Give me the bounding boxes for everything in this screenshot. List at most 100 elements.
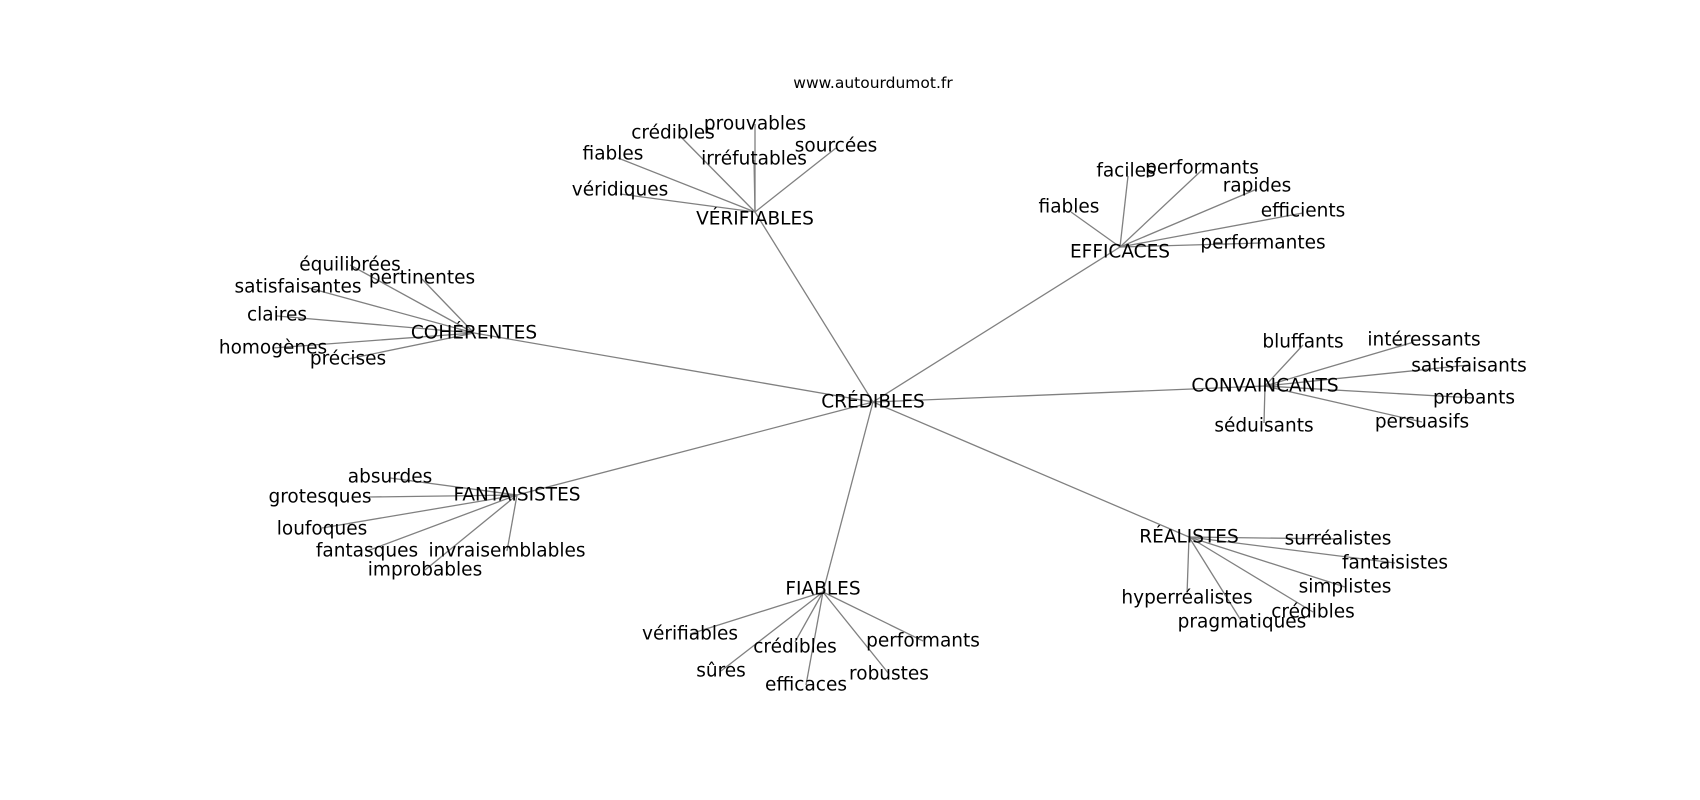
node-credibles-3[interactable]: crédibles: [753, 637, 837, 658]
edge-realistes-hyperrealistes: [1186, 536, 1190, 596]
edge-realistes-credibles-2: [1188, 536, 1314, 613]
edge-efficaces-efficients: [1119, 212, 1304, 248]
edge-verifiables-veridiques: [619, 193, 756, 213]
node-loufoques[interactable]: loufoques: [277, 519, 368, 540]
edge-fiables-hub-performants-2: [822, 591, 924, 642]
node-absurdes[interactable]: absurdes: [348, 467, 433, 488]
node-prouvables[interactable]: prouvables: [704, 114, 806, 135]
edge-convaincants-bluffants: [1264, 344, 1304, 387]
edge-center-verifiables: [754, 211, 874, 403]
node-efficaces[interactable]: EFFICACES: [1070, 242, 1170, 263]
node-homogenes[interactable]: homogènes: [219, 338, 327, 359]
node-robustes[interactable]: robustes: [849, 664, 929, 685]
node-satisfaisants[interactable]: satisfaisants: [1411, 356, 1527, 377]
edge-verifiables-sourcees: [754, 147, 837, 213]
node-veridiques[interactable]: véridiques: [572, 180, 668, 201]
edge-verifiables-fiables-1: [617, 157, 756, 213]
edge-fantaisistes-improbables: [424, 494, 518, 571]
edge-convaincants-interessants: [1264, 341, 1415, 387]
edge-efficaces-performants-1: [1119, 169, 1203, 248]
edge-efficaces-faciles: [1119, 175, 1129, 248]
node-credibles-2[interactable]: crédibles: [1271, 602, 1355, 623]
edge-verifiables-irrefutables: [753, 159, 756, 213]
graph-nodes: CRÉDIBLESVÉRIFIABLESprouvablescrédiblesf…: [219, 114, 1527, 696]
edge-center-efficaces: [872, 246, 1121, 403]
node-fiables-2[interactable]: fiables: [1039, 197, 1100, 218]
node-efficaces-2[interactable]: efficaces: [765, 675, 847, 696]
node-efficients[interactable]: efficients: [1261, 201, 1346, 222]
edge-convaincants-probants: [1264, 385, 1475, 399]
node-sourcees[interactable]: sourcées: [795, 136, 877, 157]
node-sures[interactable]: sûres: [696, 661, 746, 682]
node-verifiables-2[interactable]: vérifiables: [642, 624, 738, 645]
node-fantaisistes-2[interactable]: fantaisistes: [1342, 553, 1448, 574]
edge-convaincants-seduisants: [1263, 385, 1266, 424]
node-precises[interactable]: précises: [310, 349, 386, 370]
node-faciles[interactable]: faciles: [1096, 161, 1155, 182]
node-rapides[interactable]: rapides: [1223, 176, 1292, 197]
edge-center-fantaisistes: [516, 401, 874, 496]
node-probants[interactable]: probants: [1433, 388, 1515, 409]
node-performants-2[interactable]: performants: [866, 631, 980, 652]
node-irrefutables[interactable]: irréfutables: [701, 149, 807, 170]
edge-fantaisistes-fantasques: [366, 494, 518, 552]
edge-realistes-simplistes: [1188, 536, 1346, 588]
edge-coherentes-pertinentes: [421, 278, 475, 334]
node-surrealistes[interactable]: surréalistes: [1285, 529, 1392, 550]
node-fiables-1[interactable]: fiables: [583, 144, 644, 165]
node-realistes[interactable]: RÉALISTES: [1139, 526, 1238, 548]
node-claires[interactable]: claires: [247, 305, 307, 326]
node-performantes[interactable]: performantes: [1200, 233, 1325, 254]
node-coherentes[interactable]: COHÉRENTES: [411, 322, 537, 344]
node-pragmatiques[interactable]: pragmatiques: [1178, 612, 1307, 633]
graph-edges: [272, 124, 1475, 686]
edge-fiables-hub-verifiables-2: [689, 591, 824, 635]
node-fantaisistes[interactable]: FANTAISISTES: [453, 485, 580, 506]
edge-realistes-surrealistes: [1188, 536, 1339, 540]
node-center[interactable]: CRÉDIBLES: [821, 391, 925, 413]
node-invraisemblables[interactable]: invraisemblables: [428, 541, 585, 562]
node-hyperrealistes[interactable]: hyperréalistes: [1121, 588, 1252, 609]
edge-fiables-hub-credibles-3: [794, 591, 824, 643]
node-improbables[interactable]: improbables: [368, 560, 482, 581]
edge-fantaisistes-invraisemblables: [506, 494, 518, 552]
edge-efficaces-fiables-2: [1070, 211, 1121, 248]
edge-efficaces-performantes: [1119, 242, 1262, 248]
edge-coherentes-equilibrees: [349, 264, 475, 334]
edge-center-convaincants: [872, 385, 1266, 403]
edge-fantaisistes-grotesques: [368, 494, 518, 498]
edge-coherentes-satisfaisantes: [308, 287, 475, 334]
edge-center-fiables-hub: [822, 401, 874, 593]
edge-fiables-hub-robustes: [822, 591, 890, 675]
node-credibles-1[interactable]: crédibles: [631, 123, 715, 144]
node-grotesques[interactable]: grotesques: [268, 487, 371, 508]
edge-fantaisistes-absurdes: [389, 477, 518, 496]
node-simplistes[interactable]: simplistes: [1299, 577, 1392, 598]
edge-fiables-hub-efficaces-2: [805, 591, 824, 686]
site-url[interactable]: www.autourdumot.fr: [793, 74, 953, 92]
edge-coherentes-precises: [347, 332, 475, 360]
edge-convaincants-persuasifs: [1264, 385, 1423, 423]
node-interessants[interactable]: intéressants: [1367, 330, 1480, 351]
edge-efficaces-rapides: [1119, 188, 1258, 248]
node-seduisants[interactable]: séduisants: [1214, 416, 1313, 437]
node-satisfaisantes[interactable]: satisfaisantes: [235, 277, 362, 298]
node-convaincants[interactable]: CONVAINCANTS: [1191, 376, 1338, 397]
node-pertinentes[interactable]: pertinentes: [369, 268, 475, 289]
node-equilibrees[interactable]: équilibrées: [299, 255, 401, 276]
node-performants-1[interactable]: performants: [1145, 158, 1259, 179]
node-fantasques[interactable]: fantasques: [316, 541, 418, 562]
node-bluffants[interactable]: bluffants: [1262, 332, 1343, 353]
edge-convaincants-satisfaisants: [1264, 364, 1470, 387]
edge-coherentes-claires: [276, 315, 475, 334]
node-verifiables[interactable]: VÉRIFIABLES: [696, 208, 814, 230]
node-persuasifs[interactable]: persuasifs: [1375, 412, 1469, 433]
edge-fiables-hub-sures: [720, 591, 824, 672]
edge-realistes-fantaisistes-2: [1188, 536, 1396, 564]
edge-fantaisistes-loufoques: [321, 494, 518, 529]
edge-center-realistes: [872, 401, 1190, 538]
edge-center-coherentes: [473, 332, 874, 403]
edge-verifiables-credibles-1: [679, 135, 756, 213]
node-fiables-hub[interactable]: FIABLES: [785, 579, 860, 600]
